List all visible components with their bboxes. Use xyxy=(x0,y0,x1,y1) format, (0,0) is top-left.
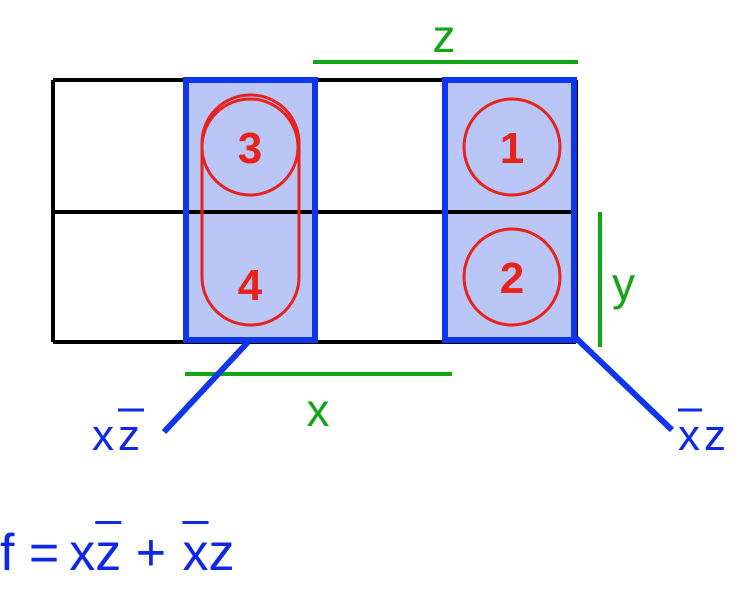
circle-cell-3 xyxy=(200,97,300,197)
term-left-x: x xyxy=(92,411,114,460)
y-label: y xyxy=(612,258,635,310)
formula-lhs: f = xyxy=(0,524,60,582)
term-label-left: x z xyxy=(92,408,144,460)
cell-number-4: 4 xyxy=(238,261,263,310)
term-label-right: x z xyxy=(678,408,726,460)
circle-cell-2 xyxy=(462,227,562,327)
group-border-col2 xyxy=(183,77,318,343)
term-right-x: x xyxy=(678,411,700,460)
cell-number-1: 1 xyxy=(500,124,524,173)
pointer-line-left xyxy=(161,339,251,435)
formula-term2-z: z xyxy=(208,524,235,582)
z-label: z xyxy=(433,10,456,62)
formula-plus: + xyxy=(135,524,167,582)
term-right-z: z xyxy=(704,411,726,460)
term-left-z: z xyxy=(118,411,140,460)
formula-term2-x-bar: x xyxy=(182,524,209,582)
formula-term1-z-bar: z xyxy=(95,524,122,582)
cell-number-2: 2 xyxy=(500,254,524,303)
formula-term1-x: x xyxy=(69,524,96,582)
group-border-col4 xyxy=(442,77,577,343)
x-label: x xyxy=(307,384,330,436)
boolean-formula: f =xz + xz xyxy=(0,518,744,588)
pointer-line-right xyxy=(573,335,675,433)
circle-cell-1 xyxy=(462,97,562,197)
cell-number-3: 3 xyxy=(238,124,262,173)
loop-cells-3-4 xyxy=(200,93,301,327)
